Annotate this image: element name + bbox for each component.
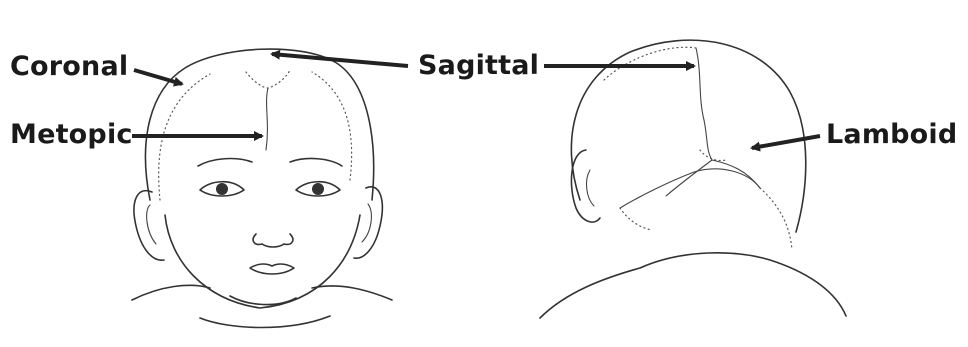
front-face-jaw: [165, 215, 360, 308]
sagittal-arrow-left: [272, 54, 408, 66]
left-ear-inner: [147, 205, 156, 244]
right-eyebrow: [290, 159, 342, 166]
anterior-fontanelle: [246, 70, 290, 88]
back-head-outline: [571, 40, 805, 232]
back-hair-texture: [620, 188, 792, 250]
posterior-fontanelle: [700, 150, 726, 161]
metopic-suture-line: [266, 88, 268, 150]
left-pupil: [216, 183, 228, 195]
coronal-label: Coronal: [10, 52, 128, 82]
front-head-illustration: [132, 49, 392, 327]
metopic-label: Metopic: [10, 120, 133, 150]
mouth: [250, 264, 294, 274]
back-outline-dots: [604, 47, 696, 80]
back-head-illustration: [540, 40, 846, 318]
coronal-arrow: [134, 70, 182, 84]
back-shoulders: [540, 253, 846, 318]
lamboid-label: Lamboid: [826, 120, 957, 150]
front-neck-fold: [200, 316, 330, 328]
left-ear: [134, 191, 164, 261]
sagittal-suture-line: [696, 48, 712, 160]
front-shoulders: [132, 285, 392, 300]
right-pupil: [312, 183, 324, 195]
back-ear-inner: [587, 170, 594, 206]
sagittal-label: Sagittal: [418, 51, 539, 81]
back-hairline: [620, 169, 760, 208]
left-eyebrow: [198, 159, 252, 166]
right-ear-inner: [362, 204, 371, 242]
nose: [253, 234, 293, 247]
front-head-outline: [145, 49, 373, 200]
lamboid-arrow: [752, 136, 820, 148]
